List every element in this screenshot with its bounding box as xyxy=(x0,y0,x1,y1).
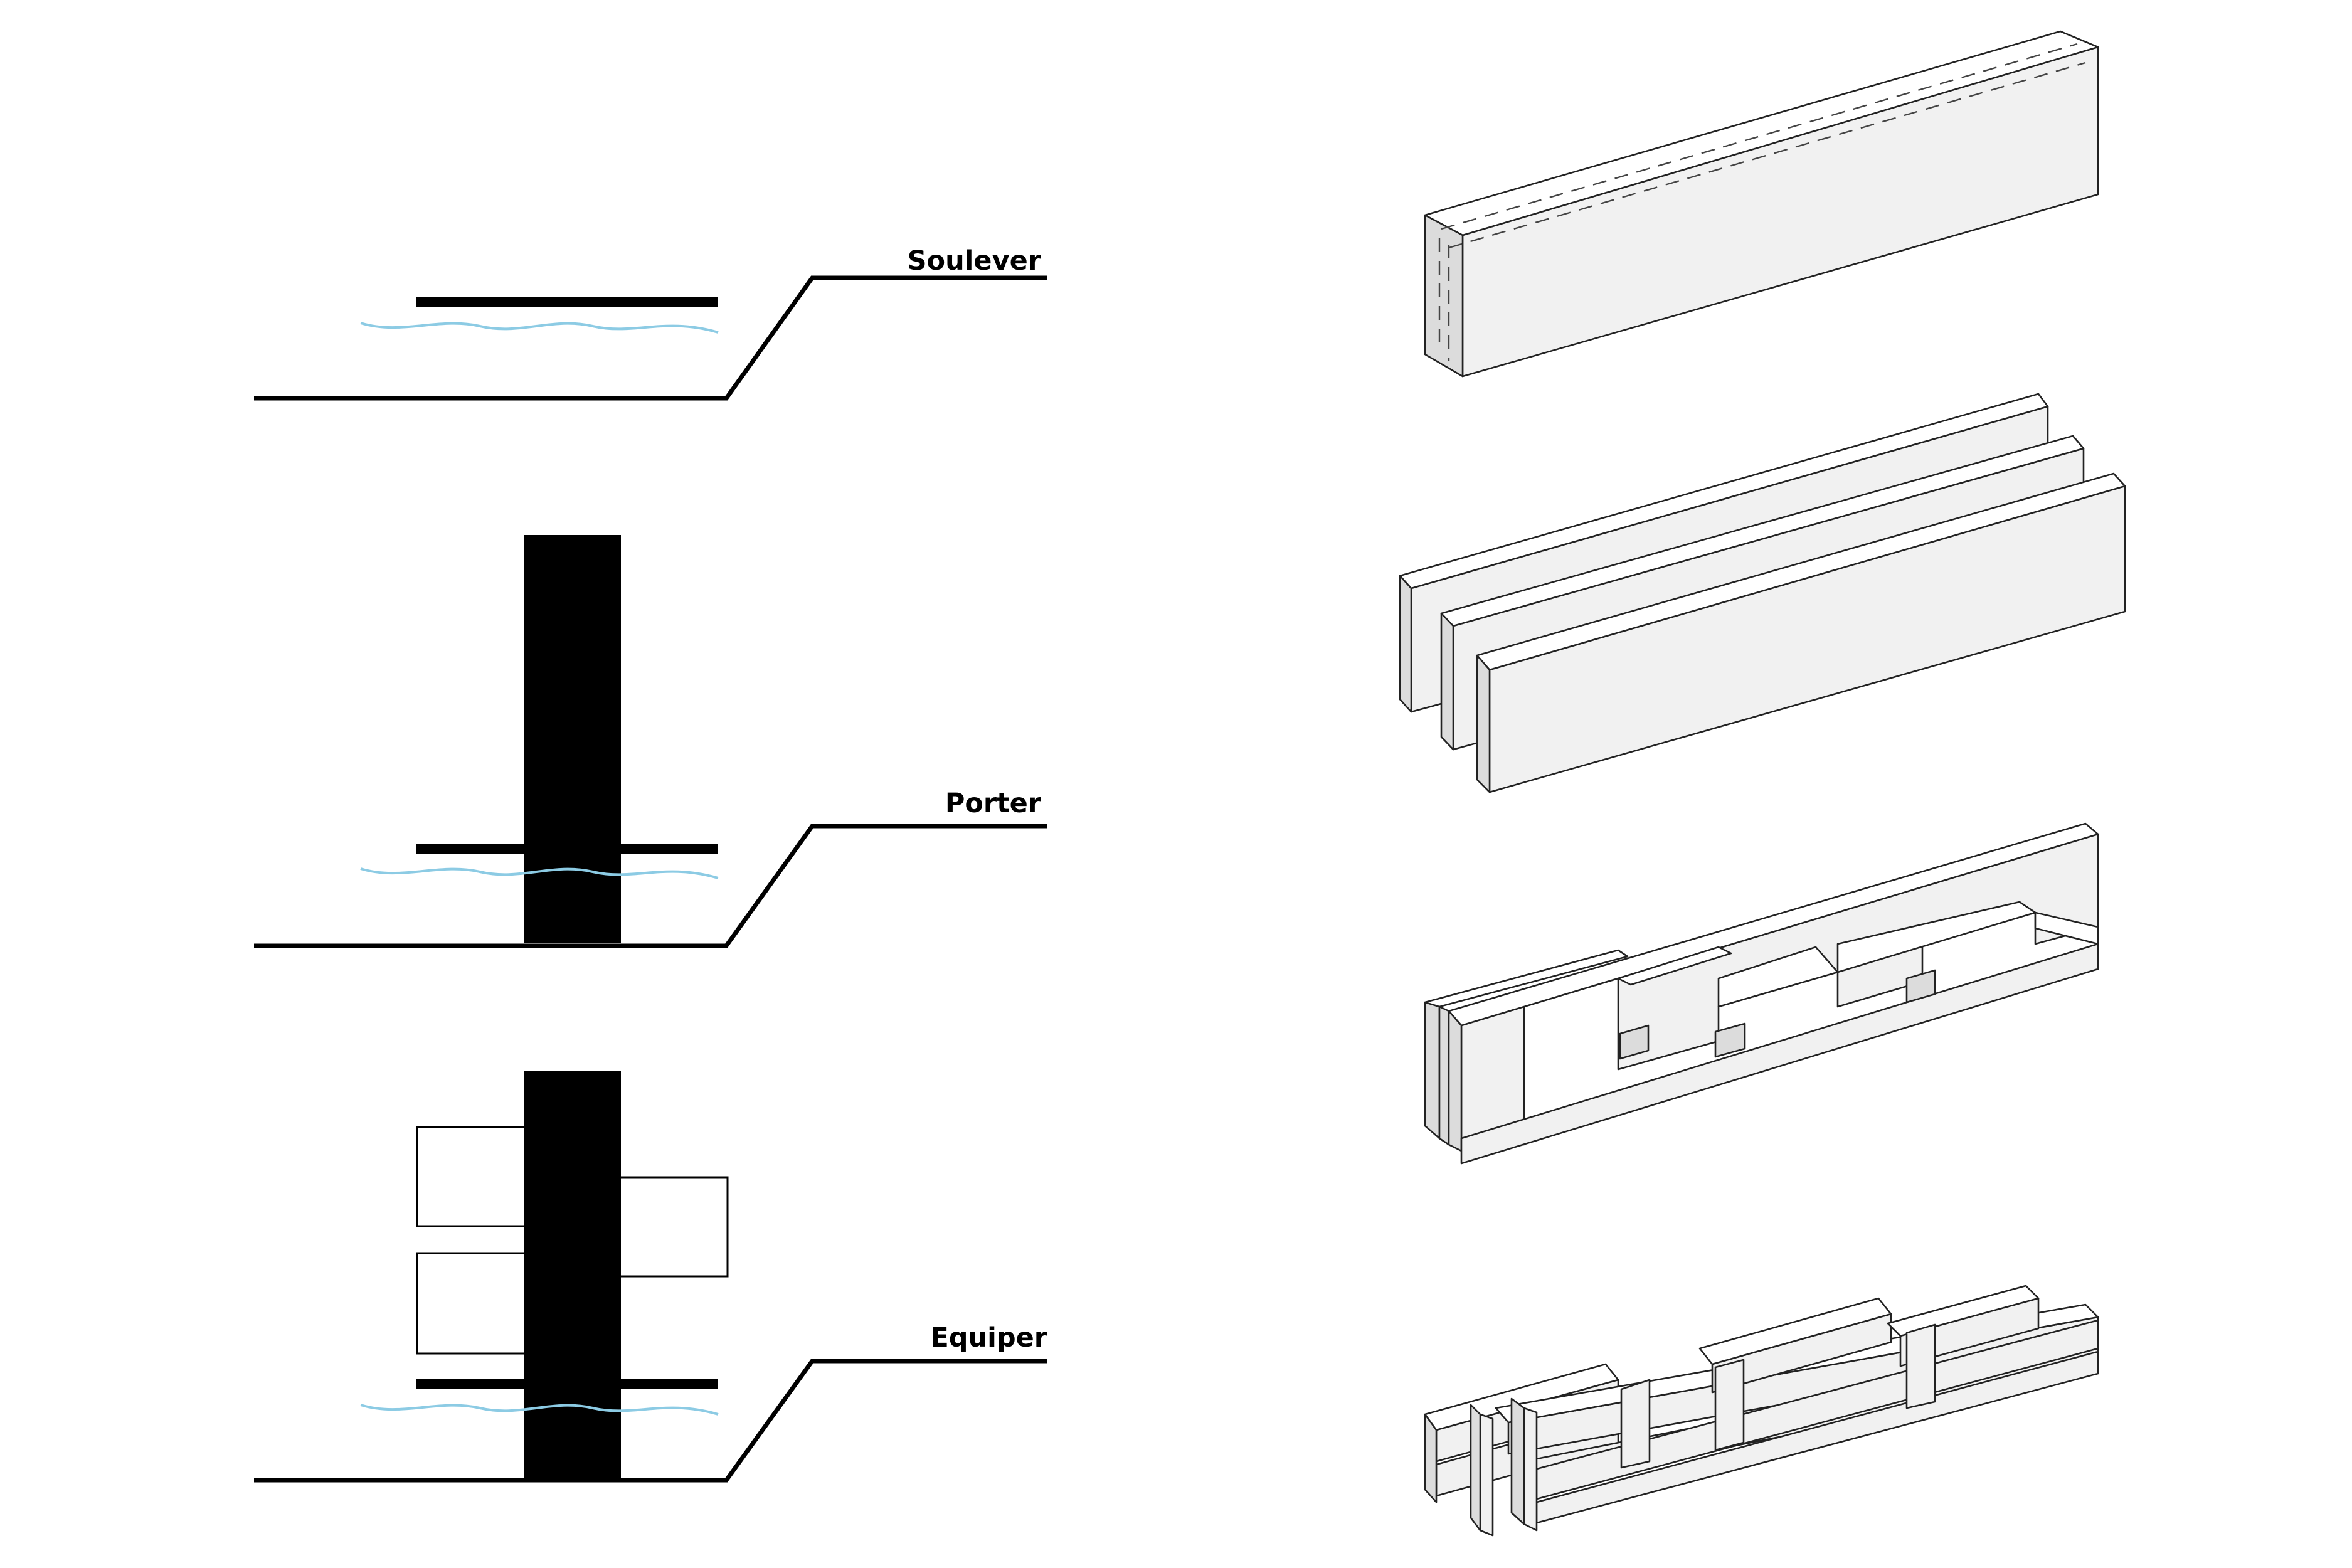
ground-line-soulever xyxy=(254,275,1047,401)
block-2-top xyxy=(1887,1285,2040,1337)
block-1-top xyxy=(1698,1297,1892,1365)
module-right xyxy=(618,1176,729,1278)
floor-slab-soulever xyxy=(416,297,718,307)
section-soulever: Soulever xyxy=(254,245,1047,401)
carved-end-3 xyxy=(1448,1010,1463,1152)
bar-back-end xyxy=(1424,1413,1438,1503)
label-soulever: Soulever xyxy=(908,245,1042,277)
post-1-end xyxy=(1470,1404,1481,1532)
carved-base-front xyxy=(1460,943,2099,1165)
section-equiper: Equiper xyxy=(254,1071,1048,1483)
wall-back-end xyxy=(1399,575,1412,713)
carved-opening-2 xyxy=(1714,1022,1746,1058)
carved-end-2 xyxy=(1438,1005,1450,1146)
ground-line-porter xyxy=(254,824,1047,948)
monolith-hidden-line-1 xyxy=(1441,43,2078,230)
iso-monolith xyxy=(1424,30,2099,378)
carved-end-1 xyxy=(1424,1001,1441,1140)
iso-walls xyxy=(1399,393,2126,793)
block-small-1 xyxy=(1620,1379,1651,1469)
carved-notch-top-1 xyxy=(1617,946,1732,986)
monolith-front-face xyxy=(1461,46,2099,378)
module-lower-left xyxy=(416,1252,526,1355)
post-2-front xyxy=(1523,1407,1538,1532)
carved-opening-3 xyxy=(1905,969,1936,1004)
core-porter xyxy=(524,535,621,943)
block-small-2 xyxy=(1714,1359,1745,1451)
water-line-soulever xyxy=(360,322,719,334)
ground-line-equiper xyxy=(254,1359,1047,1483)
water-line-equiper xyxy=(360,1404,719,1416)
section-porter: Porter xyxy=(254,535,1047,948)
water-line-porter xyxy=(360,867,719,879)
carved-opening-1 xyxy=(1619,1024,1650,1060)
post-2-end xyxy=(1510,1397,1525,1525)
module-upper-left xyxy=(416,1126,526,1227)
carved-base-step xyxy=(2034,911,2099,945)
monolith-hidden-line-2 xyxy=(1448,61,2086,249)
monolith-end-face xyxy=(1424,214,1464,378)
wall-middle-end xyxy=(1440,612,1454,751)
block-small-3 xyxy=(1905,1323,1936,1409)
carved-end-1-top xyxy=(1424,949,1629,1008)
iso-carved xyxy=(1424,822,2099,1165)
iso-interlocking xyxy=(1424,1285,2099,1537)
core-equiper xyxy=(524,1071,621,1478)
wall-front-end xyxy=(1476,654,1491,793)
post-1-front xyxy=(1479,1413,1494,1537)
label-equiper: Equiper xyxy=(930,1322,1047,1353)
label-porter: Porter xyxy=(945,788,1042,819)
carved-notch-top-3 xyxy=(1836,901,2037,973)
